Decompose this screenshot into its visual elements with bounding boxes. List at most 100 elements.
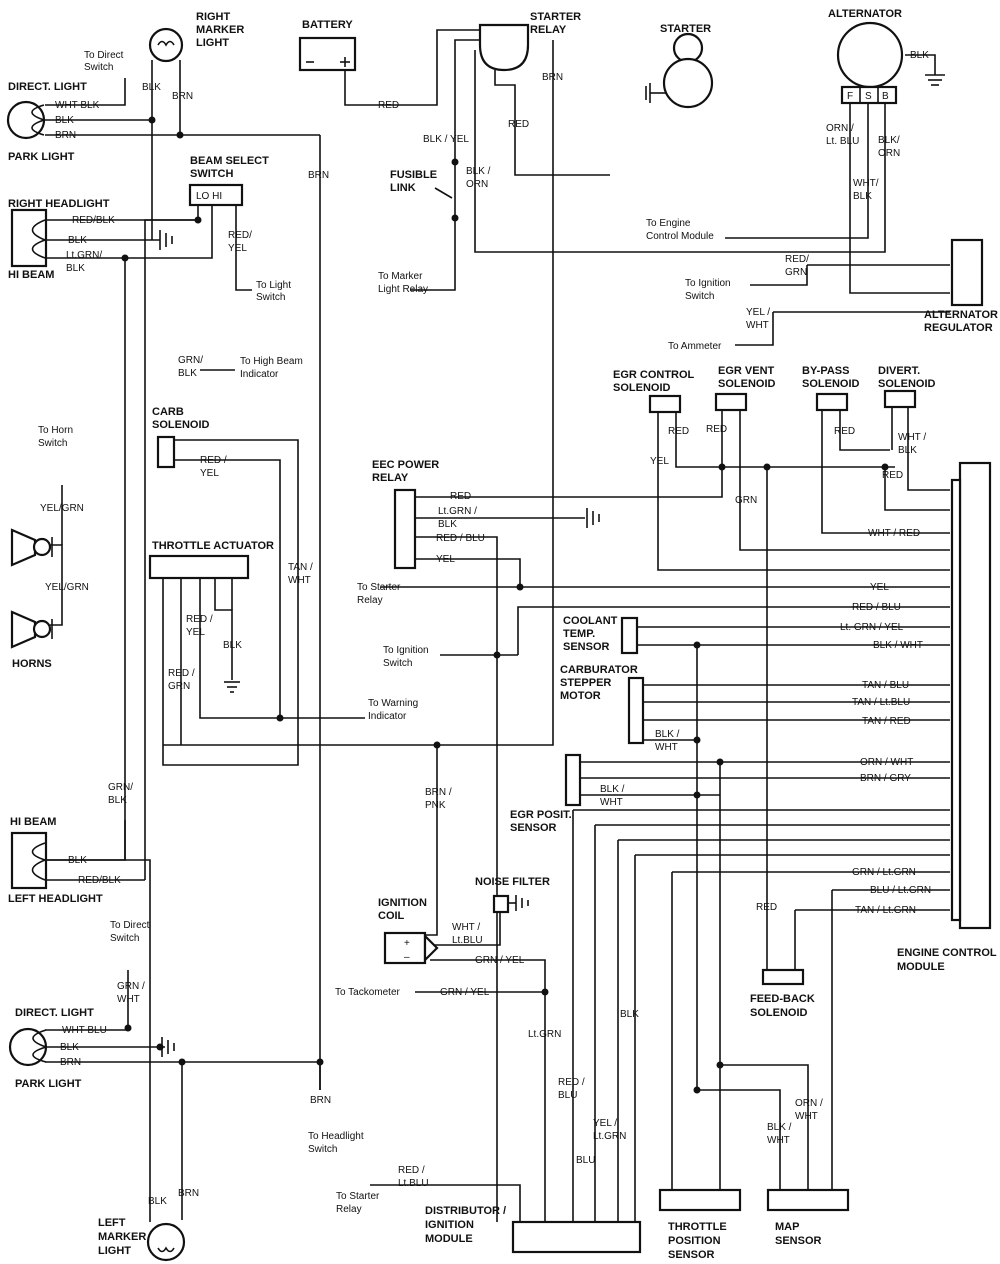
carb-solenoid-box — [156, 435, 176, 469]
ground-icon — [224, 681, 240, 693]
svg-text:To Ignition: To Ignition — [685, 278, 731, 289]
svg-text:SOLENOID: SOLENOID — [878, 378, 936, 390]
svg-text:BLK: BLK — [223, 640, 242, 651]
svg-text:Indicator: Indicator — [368, 711, 407, 722]
ground-icon — [161, 1037, 175, 1057]
svg-text:YEL: YEL — [650, 456, 669, 467]
svg-text:LIGHT: LIGHT — [196, 37, 229, 49]
egr-control-solenoid-label: EGR CONTROL — [613, 369, 695, 381]
right-headlight-label: RIGHT HEADLIGHT — [8, 198, 110, 210]
bypass-solenoid-label: BY-PASS — [802, 365, 849, 377]
fusible-link-arrow-icon — [434, 187, 453, 199]
svg-text:To Light: To Light — [256, 280, 291, 291]
svg-text:SENSOR: SENSOR — [775, 1235, 822, 1247]
left-headlight-symbol — [10, 831, 48, 890]
throttle-actuator-label: THROTTLE ACTUATOR — [152, 540, 274, 552]
svg-text:YEL /: YEL / — [593, 1118, 617, 1129]
junction-dots — [121, 116, 889, 1094]
svg-text:LO HI: LO HI — [196, 191, 222, 202]
svg-text:Lt.BLU: Lt.BLU — [452, 935, 483, 946]
noise-filter-symbol — [492, 894, 529, 914]
svg-text:WHT /: WHT / — [452, 922, 480, 933]
alternator-label: ALTERNATOR — [828, 8, 902, 20]
svg-text:SENSOR: SENSOR — [563, 641, 610, 653]
ignition-coil-label: IGNITION — [378, 897, 427, 909]
svg-text:WHT: WHT — [767, 1135, 790, 1146]
coolant-temp-sensor-label: COOLANT — [563, 615, 618, 627]
svg-text:RED/: RED/ — [228, 230, 252, 241]
egr-position-sensor-label: EGR POSIT. — [510, 809, 572, 821]
beam-select-switch-box[interactable] — [188, 183, 244, 207]
distributor-ignition-module-label: DISTRIBUTOR / — [425, 1205, 506, 1217]
svg-text:WHT: WHT — [117, 994, 140, 1005]
throttle-actuator-box — [148, 554, 250, 580]
engine-control-module-label: ENGINE CONTROL — [897, 947, 997, 959]
svg-text:Lt.BLU: Lt.BLU — [398, 1178, 429, 1189]
svg-text:BRN: BRN — [60, 1057, 81, 1068]
svg-text:To Engine: To Engine — [646, 218, 691, 229]
svg-text:SOLENOID: SOLENOID — [613, 382, 671, 394]
left-direct-light-label: DIRECT. LIGHT — [15, 1007, 94, 1019]
svg-text:SOLENOID: SOLENOID — [718, 378, 776, 390]
svg-text:SENSOR: SENSOR — [510, 822, 557, 834]
svg-text:RED: RED — [668, 426, 689, 437]
svg-text:PNK: PNK — [425, 800, 446, 811]
svg-text:Relay: Relay — [357, 595, 383, 606]
svg-text:To Tackometer: To Tackometer — [335, 987, 401, 998]
svg-text:YEL: YEL — [436, 554, 455, 565]
svg-text:Lt.GRN/: Lt.GRN/ — [66, 250, 102, 261]
svg-text:LIGHT: LIGHT — [98, 1245, 131, 1257]
starter-relay-symbol — [478, 23, 530, 72]
svg-text:BLK: BLK — [142, 82, 161, 93]
wire-color-labels: WHT BLK BLK BRN BLK BRN BRN RED/BLK BLK … — [40, 50, 931, 1207]
starter-relay-label: STARTER — [530, 11, 581, 23]
svg-text:SENSOR: SENSOR — [668, 1249, 715, 1261]
svg-text:GRN: GRN — [735, 495, 757, 506]
svg-text:To High Beam: To High Beam — [240, 356, 303, 367]
egr-position-sensor-box — [564, 753, 582, 807]
svg-text:BLK: BLK — [910, 50, 929, 61]
svg-text:RED: RED — [508, 119, 529, 130]
svg-text:To Ammeter: To Ammeter — [668, 341, 722, 352]
svg-text:–: – — [404, 952, 410, 963]
egr-control-solenoid-box — [648, 394, 682, 414]
svg-text:MODULE: MODULE — [897, 961, 945, 973]
svg-text:RED: RED — [706, 424, 727, 435]
svg-text:GRN/: GRN/ — [178, 355, 203, 366]
throttle-position-sensor-box — [658, 1188, 742, 1212]
right-hi-beam-label: HI BEAM — [8, 269, 54, 281]
alternator-regulator-label: ALTERNATOR — [924, 309, 998, 321]
svg-text:Control Module: Control Module — [646, 231, 714, 242]
left-marker-light-label: LEFT — [98, 1217, 126, 1229]
engine-control-module-symbol — [950, 461, 992, 930]
svg-text:MOTOR: MOTOR — [560, 690, 601, 702]
svg-text:BLK: BLK — [620, 1009, 639, 1020]
svg-text:RED / BLU: RED / BLU — [436, 533, 485, 544]
left-marker-light-symbol — [146, 1222, 186, 1262]
svg-text:SOLENOID: SOLENOID — [152, 419, 210, 431]
svg-text:COIL: COIL — [378, 910, 405, 922]
svg-text:WHT: WHT — [288, 575, 311, 586]
svg-text:RED: RED — [756, 902, 777, 913]
throttle-position-sensor-label: THROTTLE — [668, 1221, 727, 1233]
svg-text:RED/: RED/ — [785, 254, 809, 265]
svg-text:ORN: ORN — [878, 148, 900, 159]
svg-text:TAN / Lt.GRN: TAN / Lt.GRN — [855, 905, 916, 916]
svg-text:RELAY: RELAY — [372, 472, 409, 484]
svg-text:Switch: Switch — [38, 438, 67, 449]
left-headlight-label: LEFT HEADLIGHT — [8, 893, 103, 905]
svg-text:GRN: GRN — [168, 681, 190, 692]
right-park-light-symbol — [6, 100, 46, 140]
svg-text:BLK: BLK — [66, 263, 85, 274]
svg-text:Switch: Switch — [383, 658, 412, 669]
svg-text:WHT / RED: WHT / RED — [868, 528, 920, 539]
svg-text:To Marker: To Marker — [378, 271, 423, 282]
carb-solenoid-label: CARB — [152, 406, 184, 418]
svg-text:YEL: YEL — [870, 582, 889, 593]
egr-vent-solenoid-box — [714, 392, 748, 412]
svg-text:GRN / YEL: GRN / YEL — [440, 987, 490, 998]
svg-text:RED: RED — [450, 491, 471, 502]
svg-text:GRN/: GRN/ — [108, 782, 133, 793]
right-park-light-label: PARK LIGHT — [8, 151, 75, 163]
svg-text:GRN / Lt.GRN: GRN / Lt.GRN — [852, 867, 916, 878]
